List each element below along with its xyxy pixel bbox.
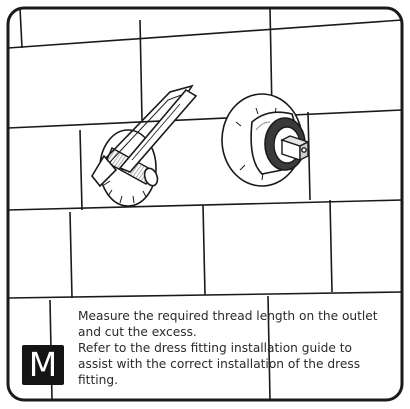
spindle-icon xyxy=(280,135,310,162)
hacksaw-icon xyxy=(91,84,198,188)
instruction-refer: Refer to the dress fitting installation … xyxy=(78,341,361,387)
instruction-measure: Measure the required thread length on th… xyxy=(78,309,378,339)
frame-border xyxy=(6,6,404,402)
instruction-text: Measure the required thread length on th… xyxy=(78,308,378,388)
step-badge: M xyxy=(22,345,64,385)
valve-body-icon xyxy=(221,93,306,187)
